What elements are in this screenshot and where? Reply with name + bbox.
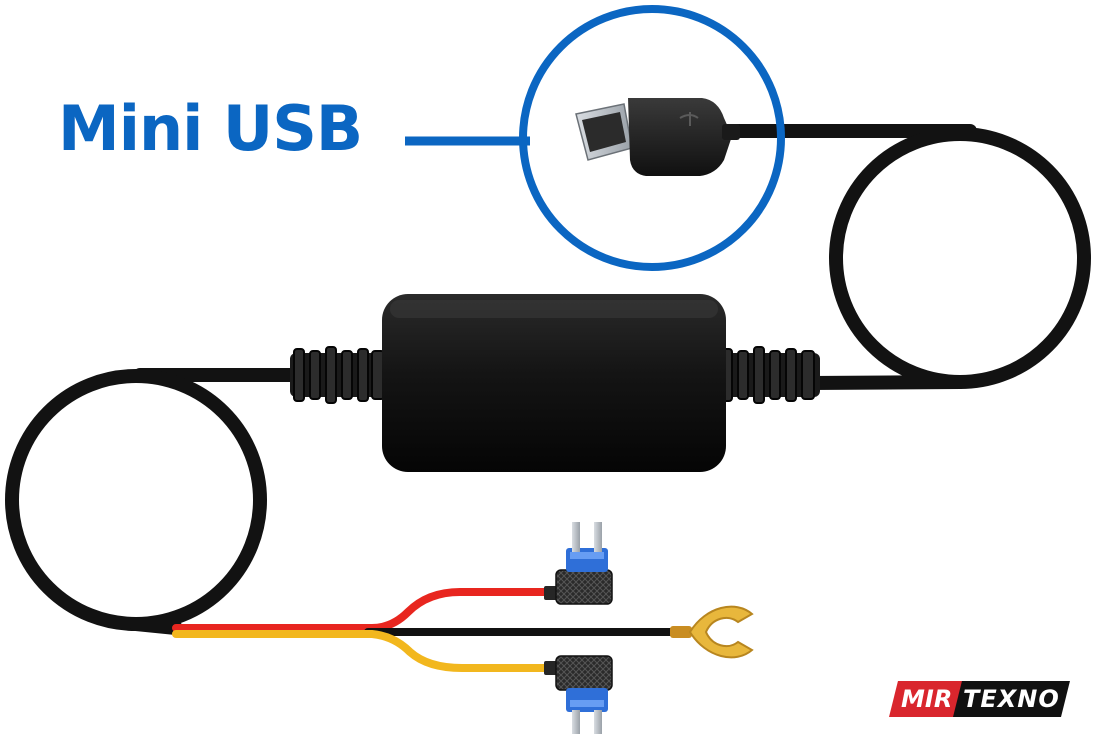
yellow-wire [172, 630, 552, 672]
ring-terminal [670, 605, 754, 659]
brand-logo-part1: MIR [901, 685, 953, 713]
callout-circle [519, 5, 785, 271]
fuse-tap-top [544, 522, 613, 605]
strain-relief-left [290, 346, 386, 404]
converter-box [382, 294, 726, 472]
red-wire [172, 588, 552, 632]
brand-logo-part2: TEXNO [963, 685, 1060, 713]
mini-usb-plug [575, 98, 740, 176]
fuse-tap-bottom [544, 655, 613, 734]
main-cable [5, 124, 1091, 635]
strain-relief-right [716, 346, 820, 404]
wire-harness [172, 588, 684, 672]
mini-usb-label: Mini USB [58, 92, 363, 165]
brand-logo: MIR TEXNO [889, 681, 1070, 717]
